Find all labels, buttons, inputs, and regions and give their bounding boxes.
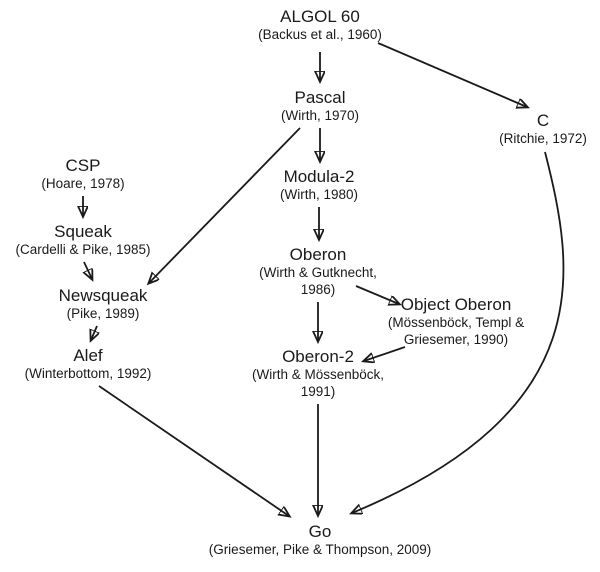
- node-csp-label: CSP: [65, 156, 101, 175]
- node-newsqueak-label: Newsqueak: [58, 286, 148, 305]
- node-c: C (Ritchie, 1972): [499, 110, 587, 148]
- node-csp: CSP (Hoare, 1978): [41, 155, 124, 193]
- node-algol60-label: ALGOL 60: [280, 7, 360, 26]
- edge-oberon-object-oberon: [355, 285, 399, 304]
- node-newsqueak-sublabel: (Pike, 1989): [66, 306, 140, 321]
- edge-c-go: [352, 151, 565, 513]
- node-go-sublabel: (Griesemer, Pike & Thompson, 2009): [208, 542, 432, 557]
- node-modula2: Modula-2 (Wirth, 1980): [280, 166, 358, 204]
- node-squeak-label: Squeak: [54, 222, 112, 241]
- node-oberon: Oberon (Wirth & Gutknecht, 1986): [252, 244, 384, 298]
- node-alef: Alef (Winterbottom, 1992): [25, 345, 152, 383]
- node-go-label: Go: [308, 522, 332, 541]
- node-c-sublabel: (Ritchie, 1972): [499, 131, 587, 146]
- node-alef-sublabel: (Winterbottom, 1992): [24, 366, 152, 381]
- edge-alef-go: [98, 385, 289, 516]
- node-pascal-label: Pascal: [294, 88, 346, 107]
- node-algol60-sublabel: (Backus et al., 1960): [258, 27, 382, 42]
- node-modula2-label: Modula-2: [283, 167, 355, 186]
- edge-newsqueak-alef: [91, 325, 97, 340]
- node-csp-sublabel: (Hoare, 1978): [41, 176, 125, 191]
- edge-object-oberon-oberon2: [364, 346, 406, 361]
- node-oberon2-sublabel: (Wirth & Mössenböck, 1991): [251, 367, 385, 399]
- node-newsqueak: Newsqueak (Pike, 1989): [59, 285, 148, 323]
- node-object-oberon-sublabel: (Mössenböck, Templ & Griesemer, 1990): [387, 315, 525, 347]
- node-squeak: Squeak (Cardelli & Pike, 1985): [15, 221, 150, 259]
- node-algol60: ALGOL 60 (Backus et al., 1960): [258, 6, 382, 44]
- node-object-oberon: Object Oberon (Mössenböck, Templ & Gries…: [387, 294, 525, 348]
- node-squeak-sublabel: (Cardelli & Pike, 1985): [15, 242, 151, 257]
- node-oberon2: Oberon-2 (Wirth & Mössenböck, 1991): [246, 346, 390, 400]
- node-oberon-sublabel: (Wirth & Gutknecht, 1986): [259, 265, 377, 297]
- node-pascal: Pascal (Wirth, 1970): [281, 87, 359, 125]
- node-modula2-sublabel: (Wirth, 1980): [279, 187, 359, 202]
- node-c-label: C: [536, 111, 550, 130]
- node-alef-label: Alef: [73, 346, 103, 365]
- node-oberon2-label: Oberon-2: [282, 347, 354, 366]
- edge-pascal-newsqueak: [149, 127, 301, 283]
- node-object-oberon-label: Object Oberon: [400, 295, 512, 314]
- edge-algol60-c: [377, 42, 527, 107]
- edge-squeak-newsqueak: [84, 261, 92, 279]
- node-pascal-sublabel: (Wirth, 1970): [280, 108, 360, 123]
- node-oberon-label: Oberon: [289, 245, 347, 264]
- node-go: Go (Griesemer, Pike & Thompson, 2009): [209, 521, 432, 559]
